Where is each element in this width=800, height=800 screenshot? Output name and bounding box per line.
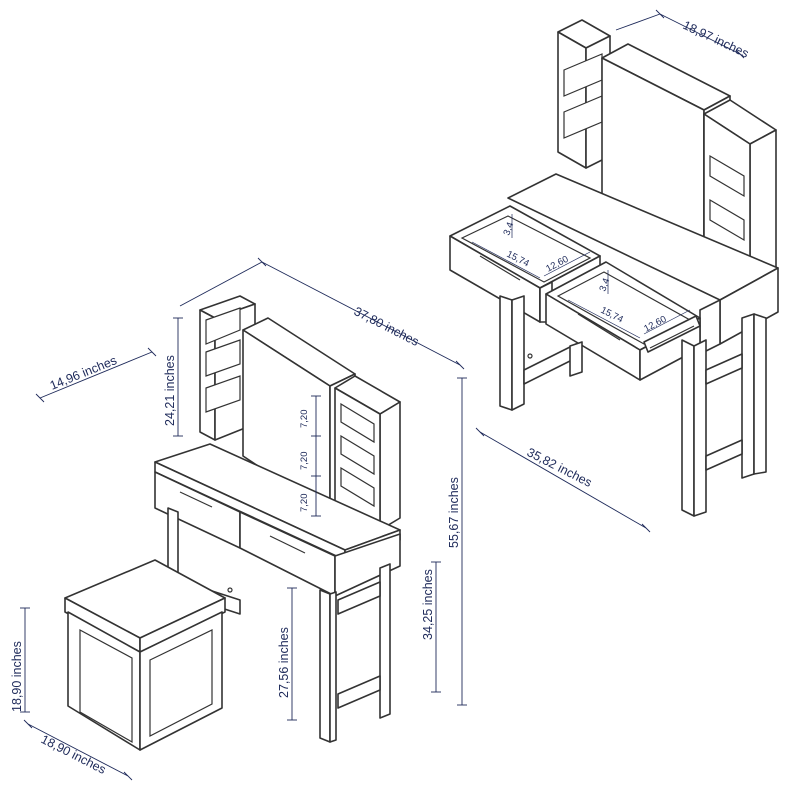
stool — [64, 559, 226, 751]
back-width-label: 35,82 inches — [525, 445, 595, 490]
stool-height-label: 18,90 inches — [10, 641, 24, 712]
stool-width-label: 18,90 inches — [39, 732, 109, 777]
vanity-front-view — [64, 295, 401, 751]
desk-drawers — [154, 471, 401, 597]
drawer-left-depth-label: 3,4 — [501, 221, 516, 237]
overall-width-label: 37,80 inches — [352, 304, 422, 349]
overall-height-label: 55,67 inches — [447, 477, 461, 548]
knee-height-label: 27,56 inches — [277, 627, 291, 698]
vanity-open-drawers-view — [449, 19, 779, 517]
top-width-label: 18,97 inches — [681, 18, 751, 61]
shelf-spacing-1-label: 7,20 — [299, 410, 310, 429]
shelf-spacing-2-label: 7,20 — [299, 452, 310, 471]
back-desk-legs — [499, 295, 767, 517]
depth-label: 14,96 inches — [48, 353, 119, 393]
right-open-drawer — [545, 261, 701, 381]
mirror-height-label: 24,21 inches — [163, 355, 177, 426]
drawer-right-depth-label: 3,4 — [597, 277, 612, 293]
table-height-label: 34,25 inches — [421, 569, 435, 640]
desk-top — [154, 443, 401, 561]
shelf-spacing-3-label: 7,20 — [299, 494, 310, 513]
right-shelf-unit — [334, 375, 401, 531]
